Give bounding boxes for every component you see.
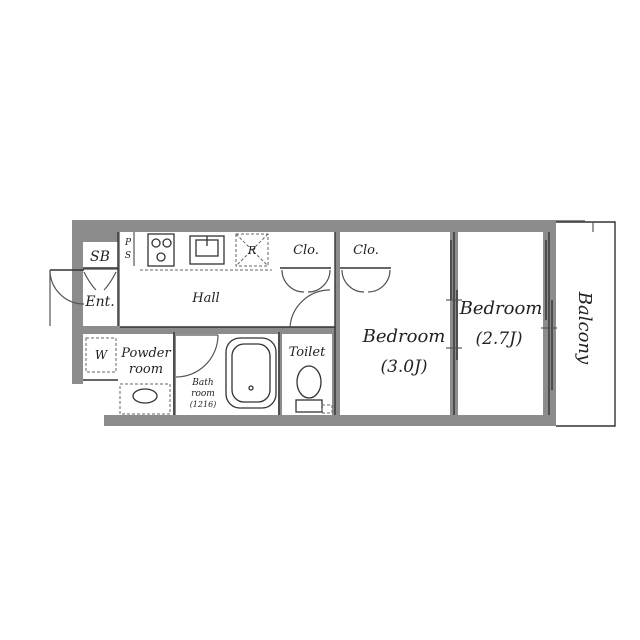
powder-room-area <box>83 334 173 415</box>
bathtub-icon <box>225 337 277 409</box>
bedroom-2-size: (2.7J) <box>475 329 522 349</box>
closet-1-area <box>280 232 331 268</box>
bedroom-2-label: Bedroom <box>459 298 543 319</box>
washer-label: W <box>95 348 109 362</box>
balcony-label: Balcony <box>574 291 595 365</box>
bath-room-label-2: room <box>191 389 215 399</box>
ps-label-s: S <box>125 251 131 261</box>
washer-icon <box>85 337 117 373</box>
bath-room-size: (1216) <box>190 400 217 409</box>
closet-1-label: Clo. <box>293 243 319 258</box>
toilet-icon <box>295 365 333 414</box>
sb-label: SB <box>90 249 110 265</box>
powder-room-label-2: room <box>129 362 163 377</box>
balcony-area <box>556 222 616 426</box>
refrigerator-icon <box>235 233 269 267</box>
toilet-label: Toilet <box>289 345 326 360</box>
bedroom-2-area <box>458 232 543 415</box>
closet-2-label: Clo. <box>353 243 379 258</box>
hall-label: Hall <box>191 291 219 306</box>
refrigerator-label: R <box>247 244 256 257</box>
partitions <box>83 232 550 415</box>
room-labels: SB P S Ent. Hall R Clo. Clo. W Powder ro… <box>84 238 595 409</box>
fixtures <box>85 232 333 415</box>
doors <box>49 240 557 390</box>
powder-room-label-1: Powder <box>120 346 171 361</box>
bedroom-1-area <box>340 232 450 415</box>
ps-label-p: P <box>124 238 132 248</box>
balcony-outline <box>556 221 616 427</box>
entrance-label: Ent. <box>84 294 114 310</box>
bedroom-1-label: Bedroom <box>362 326 446 347</box>
wash-basin-icon <box>119 383 171 415</box>
bedroom-1-size: (3.0J) <box>380 357 427 377</box>
bath-room-label-1: Bath <box>191 378 213 388</box>
stove-icon <box>147 233 175 267</box>
sink-icon <box>189 235 225 265</box>
sb-area <box>83 242 118 268</box>
